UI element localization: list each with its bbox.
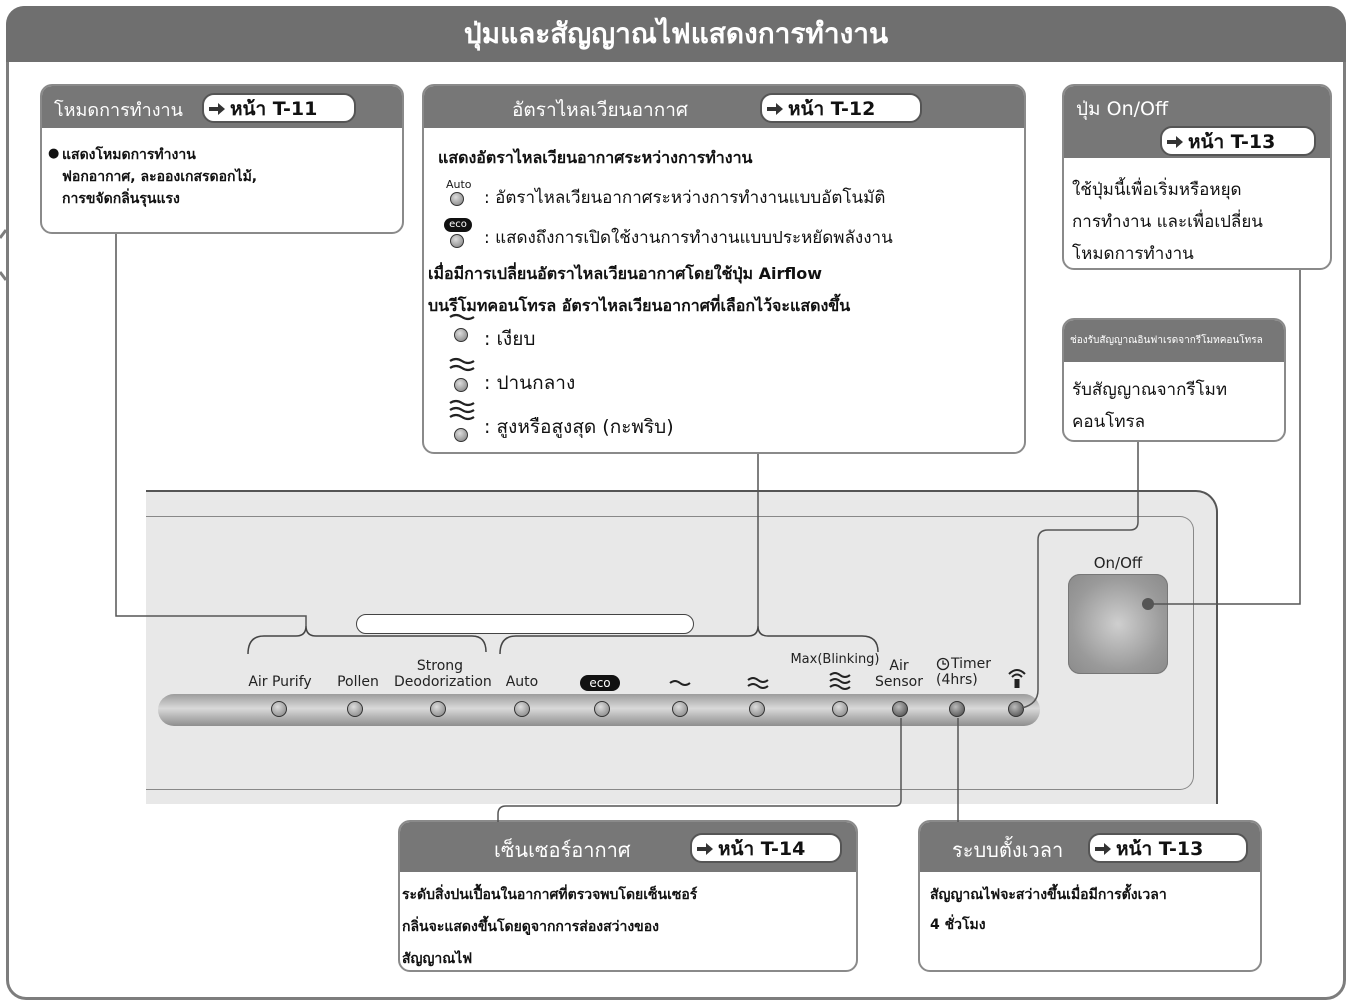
arrow-right-icon [1167,136,1183,148]
auto-desc: : อัตราไหลเวียนอากาศระหว่างการทำงานแบบอั… [484,188,886,208]
medium-wave-icon [747,677,769,689]
sensor-box: เซ็นเซอร์อากาศ หน้า T-14 ระดับสิ่งปนเปื้… [398,820,858,972]
arrow-right-icon [767,103,783,115]
onoff-line-3: โหมดการทำงาน [1072,244,1194,264]
label-onoff: On/Off [1093,554,1143,572]
airflow-box-header [424,86,1024,128]
airflow-page-ref-text: หน้า T-12 [788,98,876,120]
change-line-2: บนรีโมทคอนโทรล อัตราไหลเวียนอากาศที่เลือ… [428,296,851,315]
timer-page-ref[interactable]: หน้า T-13 [1088,833,1248,863]
mode-line-2: ฟอกอากาศ, ละอองเกสรดอกไม้, [62,169,258,185]
remote-signal-icon [1008,669,1026,688]
airflow-page-ref[interactable]: หน้า T-12 [760,93,922,123]
auto-indicator-icon [450,192,464,206]
label-air: Air [889,658,909,674]
label-pollen: Pollen [337,674,379,690]
airflow-intro: แสดงอัตราไหลเวียนอากาศระหว่างการทำงาน [438,148,753,167]
label-auto: Auto [505,674,539,690]
page-title: ปุ่มและสัญญาณไฟแสดงการทำงาน [463,17,889,50]
onoff-line-1: ใช้ปุ่มนี้เพื่อเริ่มหรือหยุด [1072,180,1242,200]
timer-line-1: สัญญาณไฟจะสว่างขึ้นเมื่อมีการตั้งเวลา [930,887,1167,903]
quiet-desc: : เงียบ [484,328,536,350]
mode-line-1: แสดงโหมดการทำงาน [62,147,196,163]
indicator-timer [949,701,965,717]
onoff-box-title: ปุ่ม On/Off [1076,98,1169,120]
eco-desc: : แสดงถึงการเปิดใช้งานการทำงานแบบประหยัด… [484,228,893,248]
mode-line-3: การขจัดกลิ่นรุนแรง [62,191,180,207]
onoff-button[interactable] [1068,574,1168,674]
timer-box-title: ระบบตั้งเวลา [952,838,1064,862]
arrow-right-icon [209,103,225,115]
medium-desc: : ปานกลาง [484,372,576,394]
eco-indicator-icon [450,234,464,248]
change-line-1: เมื่อมีการเปลี่ยนอัตราไหลเวียนอากาศโดยใช… [428,264,823,283]
onoff-page-ref-text: หน้า T-13 [1188,131,1276,153]
auto-tag: Auto [446,178,472,191]
bullet-icon: ● [48,146,60,161]
sensor-page-ref[interactable]: หน้า T-14 [690,833,842,863]
remote-line-2: คอนโทรล [1072,412,1146,432]
high-wave-icon [829,672,851,690]
remote-line-1: รับสัญญาณจากรีโมท [1072,380,1228,400]
indicator-high [832,701,848,717]
medium-indicator-icon [454,378,468,392]
high-wave-icon [449,399,475,421]
remote-box: ช่องรับสัญญาณอินฟาเรดจากรีโมทคอนโทรล รับ… [1062,318,1286,442]
sensor-line-2: กลิ่นจะแสดงขึ้นโดยดูจากการส่องสว่างของ [402,919,659,935]
eco-tag: eco [444,218,472,232]
sensor-box-title: เซ็นเซอร์อากาศ [494,838,631,862]
device-panel [146,490,1218,804]
label-timer: Timer [951,656,992,672]
mode-page-ref-text: หน้า T-11 [230,98,318,120]
mode-page-ref[interactable]: หน้า T-11 [202,93,356,123]
remote-box-header [1064,320,1284,362]
medium-wave-icon [449,357,475,372]
high-indicator-icon [454,428,468,442]
indicator-eco [594,701,610,717]
timer-box: ระบบตั้งเวลา หน้า T-13 สัญญาณไฟจะสว่างขึ… [918,820,1262,972]
label-sensor: Sensor [875,674,923,690]
indicator-medium [749,701,765,717]
label-strong: Strong [416,658,464,674]
timer-page-ref-text: หน้า T-13 [1116,838,1204,860]
indicator-auto [514,701,530,717]
mode-box: โหมดการทำงาน หน้า T-11 ● แสดงโหมดการทำงา… [40,84,404,234]
arrow-right-icon [1095,843,1111,855]
indicator-air-purify [271,701,287,717]
page-header [6,6,1346,62]
indicator-air-sensor [892,701,908,717]
onoff-box: ปุ่ม On/Off หน้า T-13 ใช้ปุ่มนี้เพื่อเริ… [1062,84,1332,270]
airflow-box-title: อัตราไหลเวียนอากาศ [512,99,688,121]
airflow-box: อัตราไหลเวียนอากาศ หน้า T-12 แสดงอัตราไห… [422,84,1026,454]
display-window [356,614,694,634]
device-panel-inner [146,516,1194,790]
indicator-quiet [672,701,688,717]
quiet-wave-icon [449,313,475,321]
remote-receiver [1008,701,1024,717]
label-eco: eco [580,675,620,691]
onoff-page-ref[interactable]: หน้า T-13 [1160,126,1316,156]
label-deodorization: Deodorization [394,674,492,690]
sensor-page-ref-text: หน้า T-14 [718,838,806,860]
arrow-right-icon [697,843,713,855]
quiet-wave-icon [669,680,691,686]
onoff-line-2: การทำงาน และเพื่อเปลี่ยน [1072,212,1263,232]
sensor-line-3: สัญญาณไฟ [402,951,473,967]
label-max-blinking: Max(Blinking) [790,652,880,667]
sensor-line-1: ระดับสิ่งปนเปื้อนในอากาศที่ตรวจพบโดยเซ็น… [402,887,698,903]
label-4hrs: (4hrs) [936,672,978,688]
indicator-pollen [347,701,363,717]
remote-box-title: ช่องรับสัญญาณอินฟาเรดจากรีโมทคอนโทรล [1070,335,1263,346]
clock-icon [936,657,950,671]
mode-box-title: โหมดการทำงาน [54,100,183,121]
quiet-indicator-icon [454,328,468,342]
timer-line-2: 4 ชั่วโมง [930,917,986,933]
label-air-purify: Air Purify [248,674,312,690]
high-desc: : สูงหรือสูงสุด (กะพริบ) [484,416,674,438]
indicator-deodorization [430,701,446,717]
